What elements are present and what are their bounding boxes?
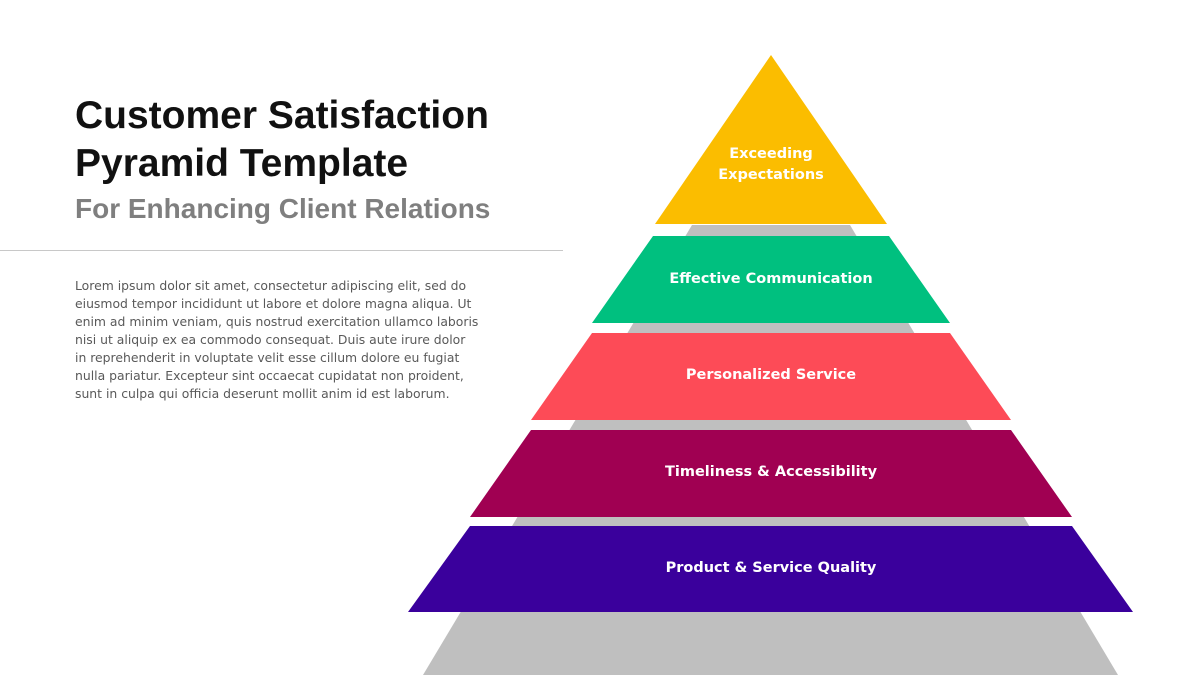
pyramid-level-exceeding-expectations — [655, 55, 887, 224]
level-label-effective-communication: Effective Communication — [669, 271, 872, 287]
slide-title: Customer Satisfaction Pyramid Template — [75, 94, 489, 185]
slide-subtitle: For Enhancing Client Relations — [75, 193, 491, 224]
pyramid-level-timeliness-accessibility — [470, 430, 1072, 517]
pyramid-level-personalized-service — [531, 333, 1011, 420]
level-label-exceeding-line2: Expectations — [718, 167, 824, 183]
pyramid-level-product-service-quality — [408, 526, 1133, 612]
level-label-exceeding-line1: Exceeding — [729, 146, 813, 162]
level-label-product-service-quality: Product & Service Quality — [666, 560, 877, 576]
level-label-personalized-service: Personalized Service — [686, 367, 856, 383]
level-label-timeliness-accessibility: Timeliness & Accessibility — [665, 464, 878, 480]
pyramid-level-effective-communication — [592, 236, 950, 323]
divider-line — [0, 250, 563, 251]
body-paragraph: Lorem ipsum dolor sit amet, consectetur … — [75, 278, 479, 401]
